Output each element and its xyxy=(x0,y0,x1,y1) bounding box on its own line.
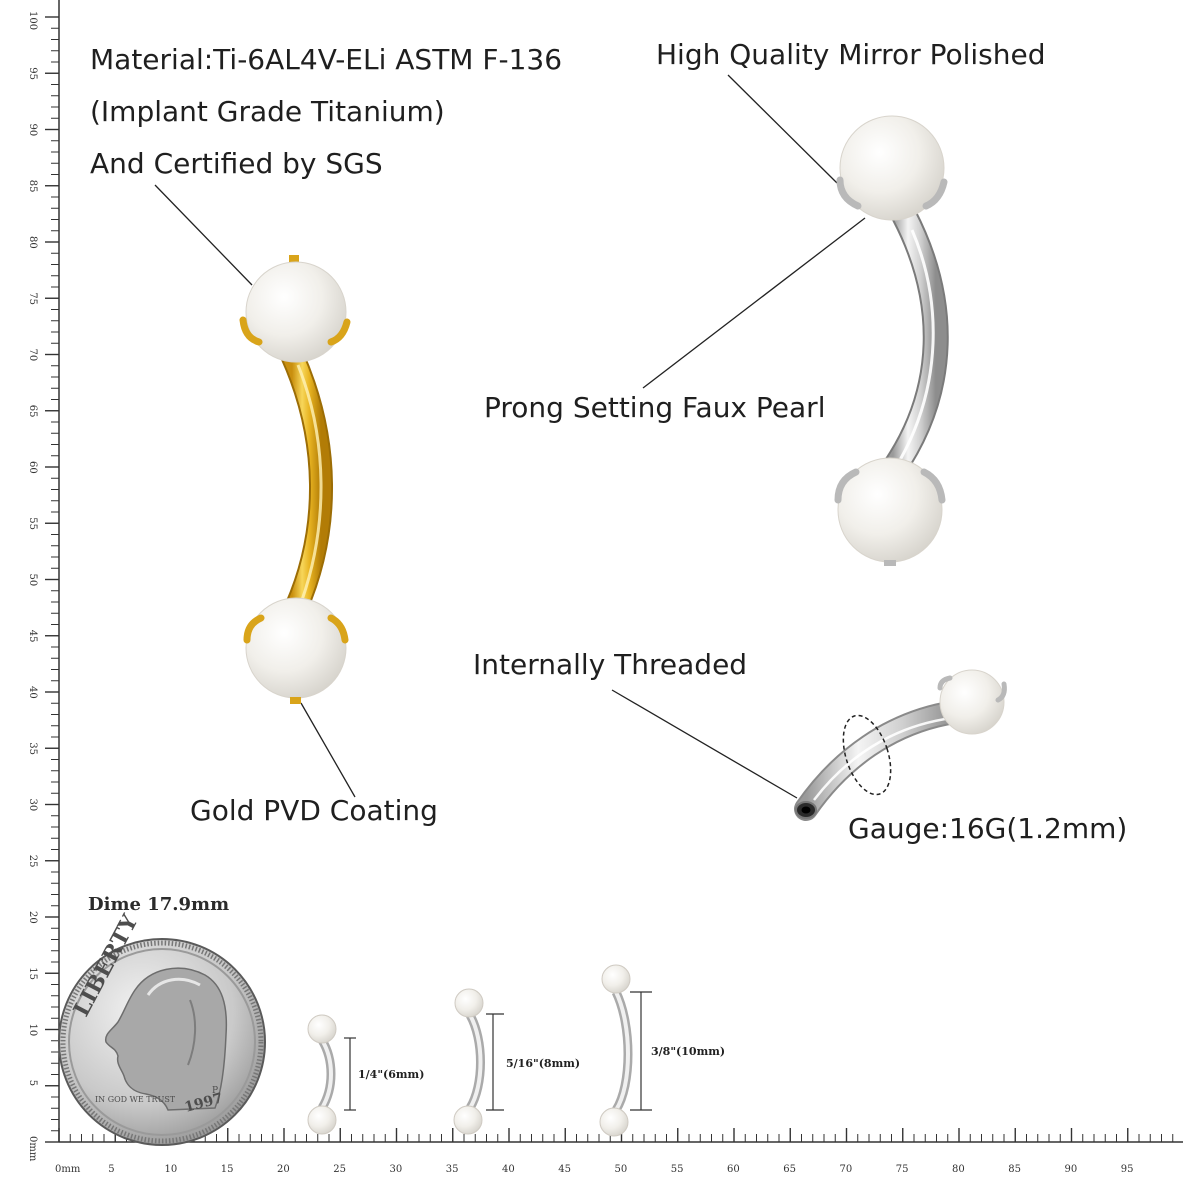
size-label-10mm: 3/8"(10mm) xyxy=(651,1045,726,1058)
ruler-bottom-label: 70 xyxy=(840,1164,853,1175)
silver-bottom-prong-left xyxy=(834,468,860,504)
ruler-left-label: 10 xyxy=(27,1024,38,1037)
material-label-line2: (Implant Grade Titanium) xyxy=(90,95,445,128)
ruler-left-label: 70 xyxy=(27,349,38,362)
ruler-left-label: 20 xyxy=(27,911,38,924)
size-barbell-10mm xyxy=(599,964,652,1137)
dime-mint-text: P xyxy=(212,1086,218,1096)
ruler-left-label: 5 xyxy=(27,1080,38,1086)
ruler-left-label: 85 xyxy=(27,180,38,193)
leader-gold xyxy=(300,702,356,798)
ruler-bottom-label: 60 xyxy=(727,1164,740,1175)
ruler-left-label: 30 xyxy=(27,799,38,812)
ruler-bottom-label: 45 xyxy=(558,1164,571,1175)
dime-coin: LIBERTY IN GOD WE TRUST 1997 P xyxy=(58,910,266,1146)
size-label-6mm: 1/4"(6mm) xyxy=(358,1068,425,1081)
gold-top-post xyxy=(289,255,299,263)
leader-prong xyxy=(642,217,866,389)
prong-setting-label: Prong Setting Faux Pearl xyxy=(484,391,826,424)
gauge-label: Gauge:16G(1.2mm) xyxy=(848,812,1128,845)
silver-bottom-post xyxy=(884,560,896,566)
gold-top-prong-right xyxy=(327,318,351,346)
ruler-left-label: 0mm xyxy=(27,1136,38,1162)
ruler-bottom-label: 5 xyxy=(108,1164,114,1175)
ruler-bottom-label: 85 xyxy=(1008,1164,1021,1175)
leader-lines xyxy=(154,74,866,799)
ruler-left-label: 100 xyxy=(27,11,38,30)
ruler-bottom-label: 50 xyxy=(615,1164,628,1175)
dime-size-label: Dime 17.9mm xyxy=(88,894,230,915)
ruler-left-label: 75 xyxy=(27,292,38,305)
ruler-left-label: 80 xyxy=(27,236,38,249)
ruler-left-label: 90 xyxy=(27,124,38,137)
ruler-left-label: 95 xyxy=(27,67,38,80)
ruler-bottom-label: 90 xyxy=(1065,1164,1078,1175)
ruler-left-label: 15 xyxy=(27,967,38,980)
ruler-bottom-label: 80 xyxy=(952,1164,965,1175)
thread-highlight-dashed xyxy=(842,714,892,796)
threaded-detail xyxy=(794,669,1007,821)
gold-top-prong-left xyxy=(239,316,263,346)
ruler-left-label: 35 xyxy=(27,742,38,755)
gold-barbell xyxy=(239,255,351,704)
ruler-bottom-label: 20 xyxy=(277,1164,290,1175)
ruler-bottom-label: 65 xyxy=(783,1164,796,1175)
thread-opening-inner xyxy=(801,806,811,814)
ruler-left-label: 55 xyxy=(27,517,38,530)
leader-material xyxy=(154,184,253,286)
size-barbell-8mm xyxy=(453,988,504,1135)
ruler-bottom-label: 25 xyxy=(333,1164,346,1175)
ruler-bottom-label: 40 xyxy=(502,1164,515,1175)
ruler-bottom-label: 30 xyxy=(390,1164,403,1175)
material-label-line3: And Certified by SGS xyxy=(90,147,383,180)
ruler-left-label: 45 xyxy=(27,630,38,643)
silver-barbell xyxy=(834,115,949,566)
material-label-line1: Material:Ti-6AL4V-ELi ASTM F-136 xyxy=(90,43,563,76)
gold-coating-label: Gold PVD Coating xyxy=(190,794,438,827)
ruler-labels: 0mm 5 10 15 20 25 30 35 40 45 50 55 60 65 70 75 80 85 90 95… xyxy=(27,11,1133,1175)
ruler-bottom-label: 95 xyxy=(1121,1164,1134,1175)
threaded-pearl xyxy=(939,669,1005,735)
gold-bottom-post xyxy=(290,697,301,704)
ruler-bottom-label: 55 xyxy=(671,1164,684,1175)
silver-top-pearl xyxy=(839,115,945,221)
ruler-left-label: 50 xyxy=(27,574,38,587)
ruler-left-label: 25 xyxy=(27,855,38,868)
ruler-bottom-label: 0mm xyxy=(55,1164,81,1175)
ruler-bottom-label: 15 xyxy=(221,1164,234,1175)
ruler-left-label: 40 xyxy=(27,686,38,699)
gold-bottom-pearl xyxy=(245,597,347,699)
dime-trust-text: IN GOD WE TRUST xyxy=(95,1095,176,1104)
mirror-polished-label: High Quality Mirror Polished xyxy=(656,38,1046,71)
ruler-left-label: 60 xyxy=(27,461,38,474)
internally-threaded-label: Internally Threaded xyxy=(473,648,748,681)
dime-portrait xyxy=(104,967,228,1111)
silver-top-prong-left xyxy=(836,176,862,210)
silver-top-prong-right xyxy=(922,178,948,210)
ruler-left-label: 65 xyxy=(27,405,38,418)
leader-threaded xyxy=(611,689,798,799)
ruler-bottom-label: 35 xyxy=(446,1164,459,1175)
leader-mirror xyxy=(727,74,838,184)
size-label-8mm: 5/16"(8mm) xyxy=(506,1057,581,1070)
ruler-bottom-label: 10 xyxy=(165,1164,178,1175)
size-barbell-6mm xyxy=(307,1014,356,1135)
ruler-bottom-label: 75 xyxy=(896,1164,909,1175)
gold-bottom-prong-left xyxy=(243,614,265,644)
gold-top-pearl xyxy=(245,261,347,363)
gold-bottom-prong-right xyxy=(327,614,349,644)
silver-bottom-prong-right xyxy=(920,468,946,504)
